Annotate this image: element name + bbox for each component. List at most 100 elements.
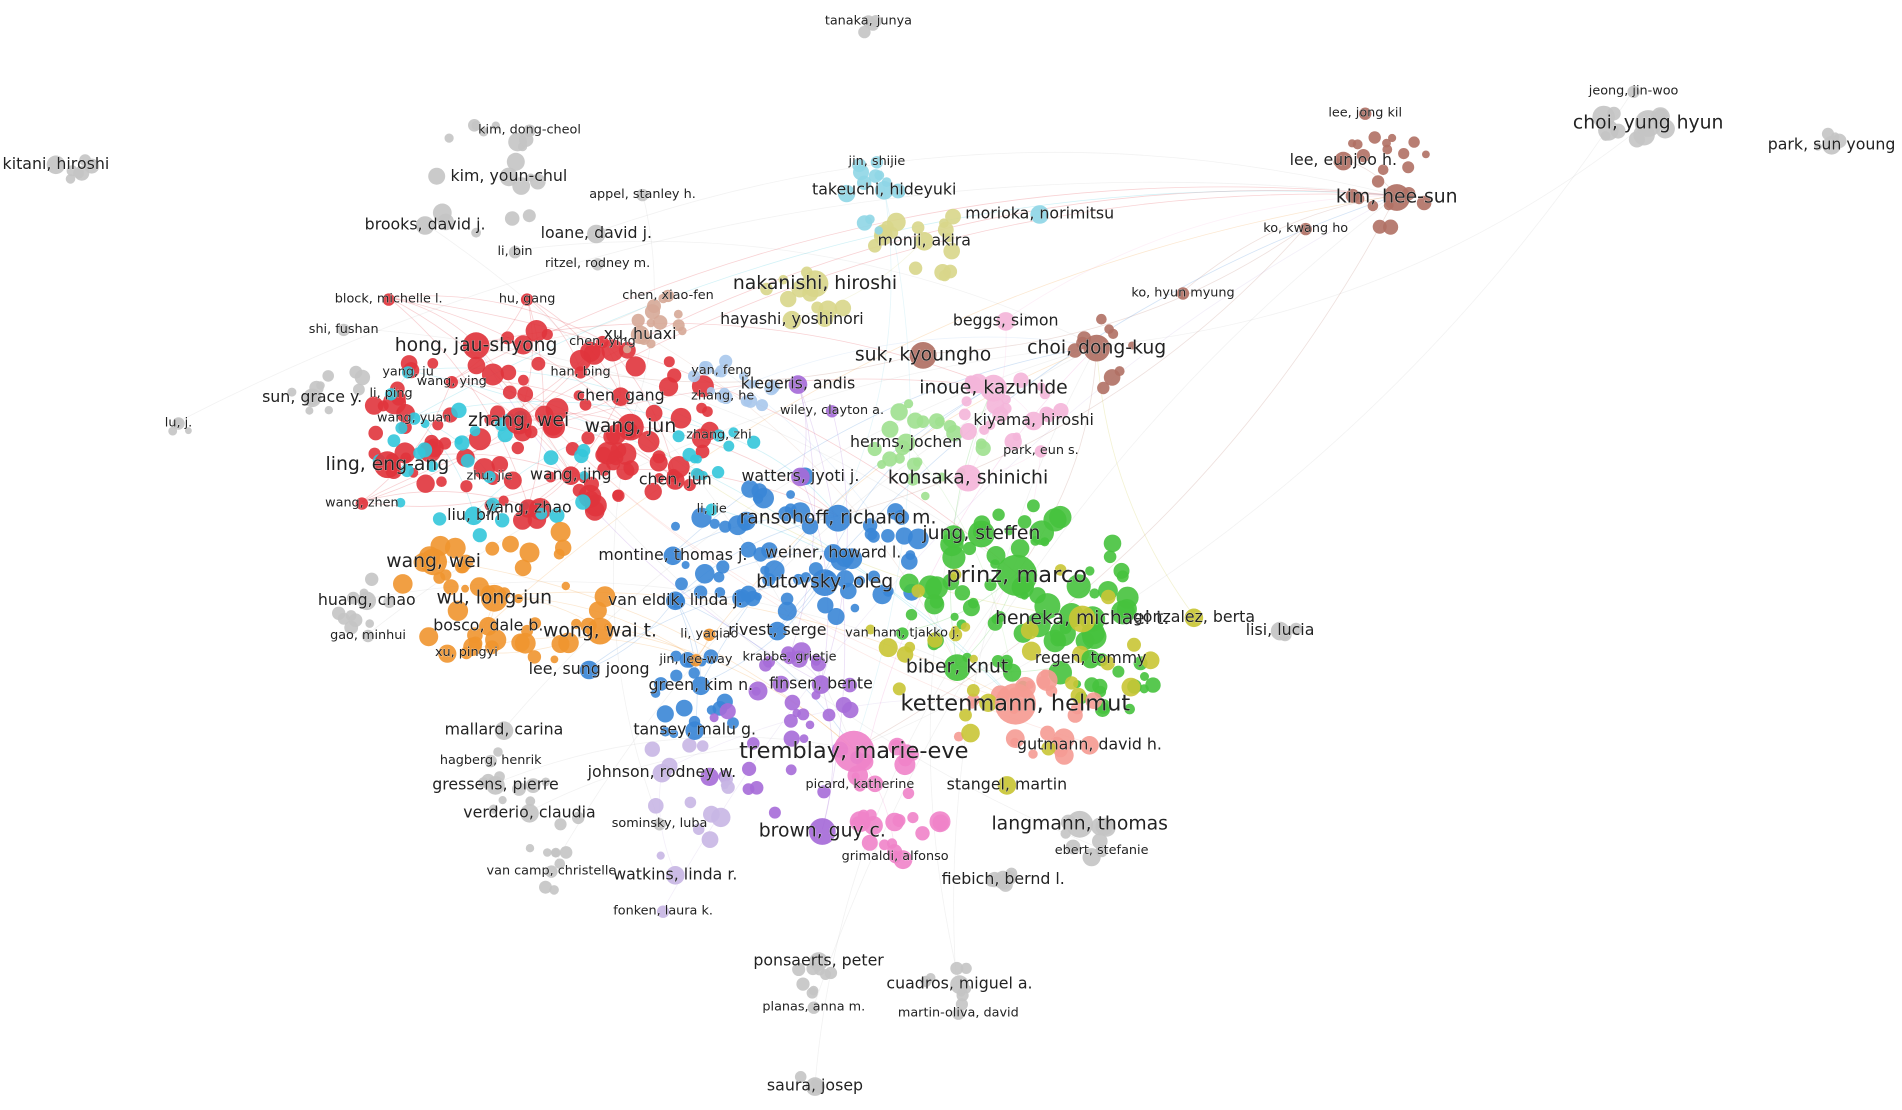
author-node-gonzalez[interactable] bbox=[1184, 608, 1204, 628]
author-node-kohm[interactable] bbox=[1176, 287, 1190, 300]
author-node-sungy[interactable] bbox=[302, 388, 322, 408]
author-node-chengang[interactable] bbox=[611, 387, 630, 407]
author-node-block[interactable] bbox=[382, 293, 395, 306]
author-node-ritzel[interactable] bbox=[591, 258, 604, 271]
author-node-liubin[interactable] bbox=[464, 506, 484, 526]
author-node-langmann[interactable] bbox=[1066, 810, 1094, 838]
author-node-kohsaka[interactable] bbox=[954, 464, 982, 492]
author-node-fonken[interactable] bbox=[656, 905, 670, 918]
author-node-tremblay[interactable] bbox=[833, 730, 875, 773]
author-node-kimhs[interactable] bbox=[1383, 184, 1411, 211]
author-node-martin[interactable] bbox=[952, 1007, 965, 1020]
author-node-ling[interactable] bbox=[374, 451, 401, 479]
author-node-hong[interactable] bbox=[462, 332, 490, 360]
author-node-wangying[interactable] bbox=[445, 376, 458, 389]
author-node-lipang[interactable] bbox=[384, 388, 398, 401]
author-node-jinshijie[interactable] bbox=[870, 156, 884, 169]
author-node-jeong[interactable] bbox=[1627, 85, 1640, 99]
author-node-wangjing[interactable] bbox=[561, 466, 581, 486]
author-node-zhanghe[interactable] bbox=[716, 390, 729, 403]
author-node-lijie[interactable] bbox=[705, 503, 718, 516]
author-node-ponsaerts[interactable] bbox=[809, 952, 828, 971]
author-node-watters[interactable] bbox=[791, 467, 810, 487]
author-node-krabbe[interactable] bbox=[783, 651, 796, 665]
author-node-planas[interactable] bbox=[807, 1001, 820, 1014]
author-node-jinlw[interactable] bbox=[689, 654, 703, 667]
author-node-weiner[interactable] bbox=[823, 544, 843, 563]
author-node-leeeh[interactable] bbox=[1334, 151, 1353, 171]
author-node-hugang[interactable] bbox=[520, 293, 534, 306]
author-node-stangel[interactable] bbox=[997, 776, 1017, 795]
author-node-tansey[interactable] bbox=[685, 721, 704, 740]
author-node-morioka[interactable] bbox=[1030, 205, 1049, 224]
author-node-butovsky[interactable] bbox=[811, 569, 839, 596]
author-node-bosco[interactable] bbox=[479, 617, 498, 636]
author-node-finsen[interactable] bbox=[811, 675, 831, 694]
author-node-watkins[interactable] bbox=[666, 866, 685, 885]
author-node-wangjun[interactable] bbox=[617, 413, 644, 441]
author-node-leesj[interactable] bbox=[579, 660, 599, 680]
author-node-loane[interactable] bbox=[587, 224, 606, 244]
author-node-greenkim[interactable] bbox=[691, 676, 711, 696]
author-node-monji[interactable] bbox=[915, 232, 934, 251]
author-node-brooks[interactable] bbox=[415, 216, 435, 235]
author-node-vaneldik[interactable] bbox=[666, 591, 685, 611]
author-node-picard[interactable] bbox=[853, 779, 867, 792]
author-node-wongwai[interactable] bbox=[586, 617, 614, 645]
author-node-takeuchi[interactable] bbox=[874, 181, 894, 200]
author-node-cuadros[interactable] bbox=[950, 975, 969, 994]
author-node-chenxf[interactable] bbox=[661, 289, 675, 303]
author-node-kimyc[interactable] bbox=[499, 167, 519, 187]
author-node-hanbing[interactable] bbox=[574, 366, 587, 379]
author-node-hayashi[interactable] bbox=[782, 310, 802, 330]
author-node-choiyh[interactable] bbox=[1634, 110, 1662, 137]
author-node-tanaka[interactable] bbox=[862, 15, 875, 28]
author-node-kettenmann[interactable] bbox=[994, 683, 1036, 725]
author-node-fiebich[interactable] bbox=[993, 870, 1013, 890]
author-node-zhujie[interactable] bbox=[483, 470, 496, 484]
author-node-parkes[interactable] bbox=[1034, 445, 1048, 458]
author-node-wiley[interactable] bbox=[825, 405, 839, 418]
author-node-ebert[interactable] bbox=[1095, 844, 1108, 858]
author-node-nakanishi[interactable] bbox=[801, 270, 829, 298]
author-node-wulj[interactable] bbox=[480, 584, 508, 612]
author-node-mallard[interactable] bbox=[494, 721, 514, 740]
author-node-chenying[interactable] bbox=[596, 335, 609, 349]
author-node-ransohoff[interactable] bbox=[824, 504, 852, 532]
author-node-wangyuan[interactable] bbox=[408, 412, 421, 425]
author-node-choidk[interactable] bbox=[1083, 334, 1111, 362]
author-node-saura[interactable] bbox=[805, 1077, 825, 1096]
author-node-wangwei[interactable] bbox=[420, 548, 447, 576]
author-node-shi[interactable] bbox=[337, 323, 350, 337]
author-node-klegeris[interactable] bbox=[788, 375, 808, 394]
author-node-gutmann[interactable] bbox=[1080, 736, 1099, 755]
author-node-vanham[interactable] bbox=[896, 627, 909, 640]
author-node-heneka[interactable] bbox=[1068, 605, 1096, 633]
author-node-libin[interactable] bbox=[508, 246, 522, 259]
author-node-huangchao[interactable] bbox=[357, 591, 377, 611]
author-node-leejk[interactable] bbox=[1359, 107, 1372, 120]
author-node-browngc[interactable] bbox=[808, 818, 836, 845]
author-node-kiyama[interactable] bbox=[1024, 411, 1043, 431]
author-node-wangzhen[interactable] bbox=[355, 497, 369, 510]
author-node-sominsky[interactable] bbox=[653, 818, 666, 831]
author-node-yangju[interactable] bbox=[401, 366, 415, 379]
author-node-yaqiao[interactable] bbox=[703, 628, 716, 641]
author-node-montine[interactable] bbox=[663, 546, 683, 566]
author-node-beggs[interactable] bbox=[996, 312, 1015, 331]
author-node-verderio[interactable] bbox=[520, 804, 539, 823]
author-node-yanfeng[interactable] bbox=[715, 365, 728, 378]
author-node-kimdc[interactable] bbox=[523, 124, 536, 137]
author-node-luj[interactable] bbox=[172, 417, 185, 430]
author-node-kokh[interactable] bbox=[1299, 222, 1312, 236]
author-node-inoue[interactable] bbox=[980, 374, 1007, 402]
author-node-xupingyi[interactable] bbox=[460, 646, 473, 660]
author-node-parksy[interactable] bbox=[1822, 136, 1841, 155]
author-node-zhangzhi[interactable] bbox=[712, 429, 726, 442]
author-node-kitani[interactable] bbox=[46, 155, 66, 175]
author-node-prinz[interactable] bbox=[996, 554, 1038, 596]
author-node-herms[interactable] bbox=[896, 433, 916, 453]
author-node-regen[interactable] bbox=[1081, 649, 1100, 669]
author-node-rivest[interactable] bbox=[768, 621, 787, 641]
author-node-yangzhao[interactable] bbox=[519, 499, 538, 518]
